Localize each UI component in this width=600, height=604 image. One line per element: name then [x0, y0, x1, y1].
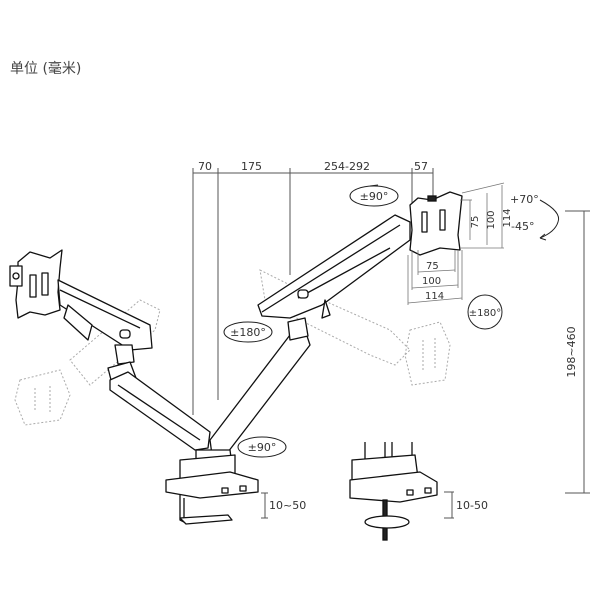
- head-swivel-badge: ±90°: [349, 184, 399, 207]
- height-range-label: 198~460: [565, 326, 578, 377]
- arm-joint-badge: ±180°: [223, 321, 273, 343]
- svg-text:±90°: ±90°: [248, 441, 277, 454]
- right-clamp-range: 10-50: [456, 499, 488, 512]
- left-clamp-range: 10~50: [269, 499, 306, 512]
- tilt-up-label: +70°: [510, 193, 539, 206]
- tilt-down-label: -45°: [511, 220, 534, 233]
- left-upper-arm: [57, 279, 153, 351]
- vesa-v-100: 100: [486, 210, 497, 229]
- dim-70: 70: [198, 160, 212, 173]
- dim-57: 57: [414, 160, 428, 173]
- base-swivel-badge: ±90°: [237, 436, 287, 458]
- tilt-indicator: +70° -45°: [510, 193, 560, 241]
- svg-text:±90°: ±90°: [360, 190, 389, 203]
- left-lower-arm: [107, 344, 211, 451]
- dim-254-292: 254-292: [324, 160, 370, 173]
- left-clamp-base: [165, 449, 259, 525]
- vesa-v-114: 114: [502, 208, 513, 227]
- unit-label: 单位 (毫米): [10, 61, 82, 77]
- left-arm-ghost: [14, 299, 161, 426]
- vesa-h-100: 100: [422, 276, 441, 287]
- height-dimension: 198~460: [565, 210, 590, 494]
- dim-175: 175: [241, 160, 262, 173]
- left-clamp-dimension: 10~50: [261, 492, 306, 519]
- svg-text:±180°: ±180°: [469, 308, 501, 319]
- top-dimension-line: 70 175 254-292 57: [192, 160, 434, 415]
- vesa-v-75: 75: [470, 216, 481, 229]
- vesa-h-114: 114: [425, 291, 444, 302]
- svg-text:±180°: ±180°: [230, 326, 266, 339]
- vesa-horizontal-dimensions: 75 100 114: [407, 250, 463, 305]
- right-vesa-plate: [409, 191, 463, 256]
- left-vesa-plate: [9, 249, 63, 319]
- right-grommet-base: [349, 442, 438, 541]
- right-grommet-dimension: 10-50: [444, 491, 488, 519]
- right-lower-arm: [209, 317, 311, 456]
- vesa-vertical-dimensions: 75 100 114: [460, 182, 513, 249]
- vesa-h-75: 75: [426, 261, 439, 272]
- right-upper-arm: [257, 214, 411, 319]
- screen-rotation-badge: ±180°: [467, 294, 503, 330]
